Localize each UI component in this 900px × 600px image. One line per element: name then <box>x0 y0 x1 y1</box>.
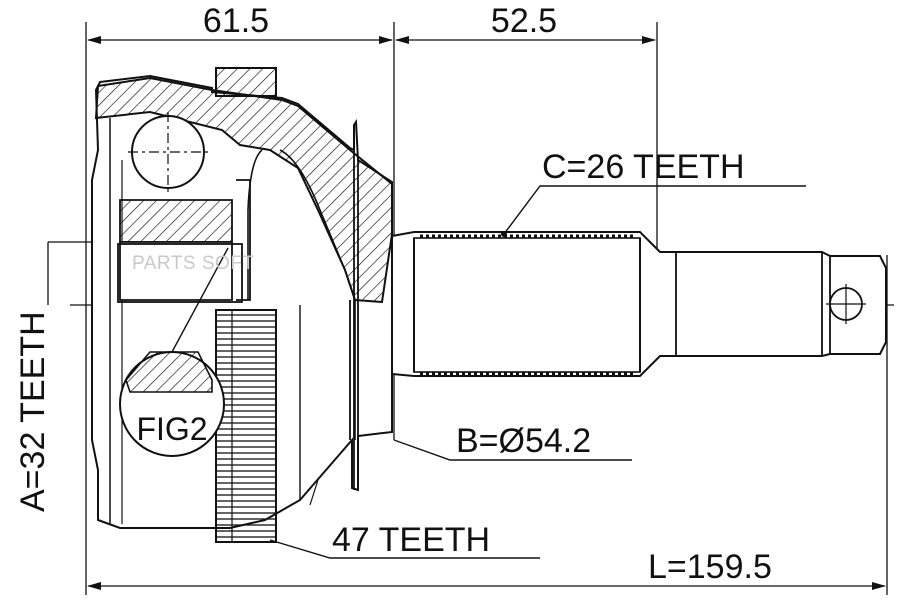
dimension-width-left: 61.5 <box>203 2 269 40</box>
dimension-width-right: 52.5 <box>491 2 557 40</box>
watermark: PARTS SOFT <box>132 253 255 274</box>
leader-dot-c <box>501 231 507 237</box>
detail-bubble <box>119 247 229 457</box>
abs-ring <box>215 309 277 543</box>
ball-cage <box>117 179 251 303</box>
ball-crosshair <box>128 112 208 192</box>
label-abs-teeth: 47 TEETH <box>332 521 490 559</box>
label-b-diameter: B=Ø54.2 <box>456 422 591 460</box>
housing-tab <box>215 67 277 97</box>
leaders <box>269 185 806 559</box>
housing-flange <box>349 125 359 490</box>
shaft-end-crosshair <box>826 284 866 324</box>
label-a-teeth: A=32 TEETH <box>14 311 52 512</box>
dimension-length: L=159.5 <box>648 548 772 586</box>
label-c-teeth: C=26 TEETH <box>542 148 745 186</box>
shaft <box>391 231 887 377</box>
detail-label: FIG2 <box>136 411 207 447</box>
